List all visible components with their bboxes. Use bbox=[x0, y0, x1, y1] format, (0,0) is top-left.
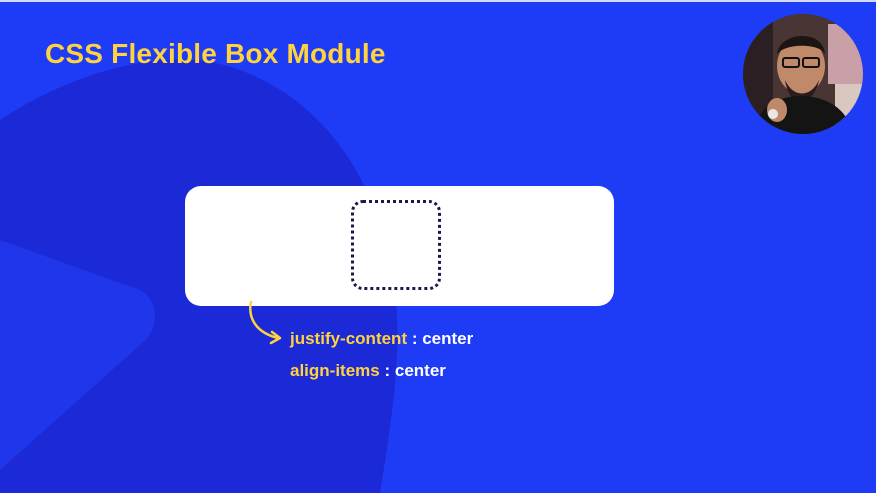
property-separator: : bbox=[379, 361, 395, 380]
flex-container-demo bbox=[185, 186, 614, 306]
property-value: center bbox=[394, 361, 446, 380]
property-align-items: align-items : center bbox=[290, 361, 446, 381]
property-separator: : bbox=[407, 329, 423, 348]
property-justify-content: justify-content : center bbox=[290, 329, 473, 349]
top-edge-strip bbox=[0, 0, 876, 2]
slide-title: CSS Flexible Box Module bbox=[45, 38, 386, 69]
property-name: justify-content bbox=[290, 329, 408, 348]
centered-flex-item bbox=[351, 200, 441, 290]
property-value: center bbox=[422, 329, 474, 348]
property-name: align-items bbox=[290, 361, 380, 380]
presenter-webcam bbox=[743, 14, 863, 134]
presenter-avatar-icon bbox=[743, 14, 863, 134]
curved-arrow-icon bbox=[249, 300, 282, 345]
